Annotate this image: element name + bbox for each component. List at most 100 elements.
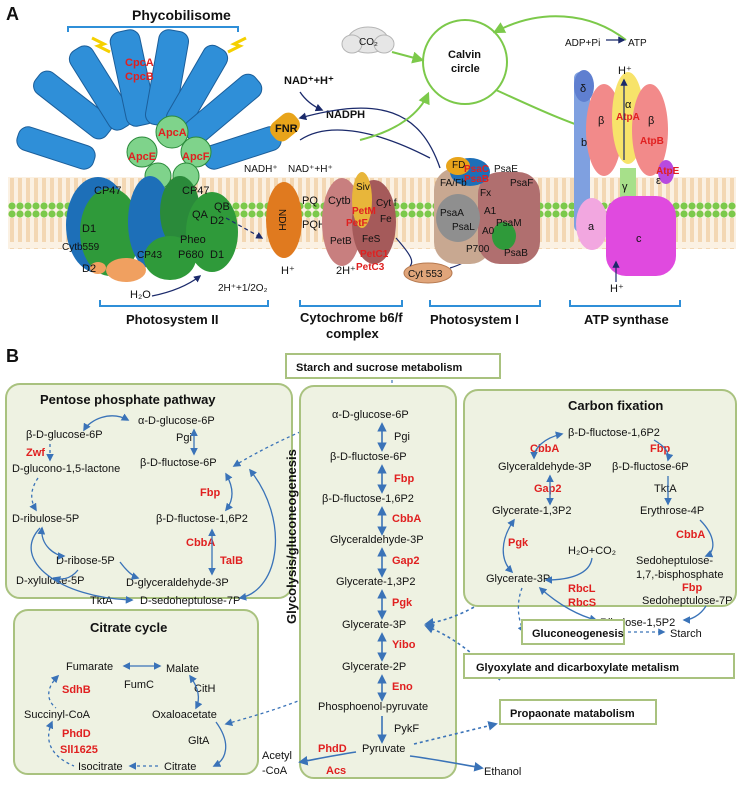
ppp-f16p2: β-D-fluctose-1,6P2 xyxy=(156,513,248,525)
ppp-pgi: Pgi xyxy=(176,432,192,444)
carbon-f6p: β-D-fluctose-6P xyxy=(612,461,689,473)
nad-h-label: NAD⁺+H⁺ xyxy=(288,164,333,175)
citrate-fumc: FumC xyxy=(124,679,154,691)
cp43-label: CP43 xyxy=(137,250,162,261)
qa-label: QA xyxy=(192,209,209,221)
ppp-cbba: CbbA xyxy=(186,537,215,549)
nadph-label: NADPH xyxy=(326,109,365,121)
pq-label: PQ xyxy=(302,195,318,207)
ppp-beta-f6p: β-D-fluctose-6P xyxy=(140,457,217,469)
nadph-arrow xyxy=(299,91,324,112)
citrate-citrate: Citrate xyxy=(164,761,196,773)
c-label: c xyxy=(636,233,642,245)
carbon-s7p: Sedoheptulose-7P xyxy=(642,595,733,607)
starch-sucrose-label: Starch and sucrose metabolism xyxy=(296,362,462,374)
carbon-rbcl: RbcL xyxy=(568,583,596,595)
citrate-gita: GltA xyxy=(188,735,210,747)
citrate-malate: Malate xyxy=(166,663,199,675)
a0-label: A0 xyxy=(482,226,495,237)
alpha-label: α xyxy=(625,99,632,111)
qb-label: QB xyxy=(214,201,230,213)
phycobilisome-label: Phycobilisome xyxy=(132,7,231,23)
fe-label: Fe xyxy=(380,214,392,225)
fd-to-fnr-arrow xyxy=(298,107,441,169)
glycolysis-title: Glycolysis/gluconeogenesis xyxy=(284,449,299,624)
d2-right-label: D2 xyxy=(210,215,224,227)
glycolysis-panel xyxy=(299,385,457,779)
fx-label: Fx xyxy=(480,188,491,199)
ndh-hplus-label: H⁺ xyxy=(281,265,295,277)
apcf-label: ApcF xyxy=(182,151,210,163)
atpe-label: AtpE xyxy=(656,166,680,177)
beta1-label: β xyxy=(598,115,604,127)
cpca-label: CpcA xyxy=(125,57,154,69)
pheo-label: Pheo xyxy=(180,234,206,246)
ndh-label: NDH xyxy=(276,209,287,231)
cyt-title-2: complex xyxy=(326,326,380,341)
glyco-e6: Yibo xyxy=(392,639,416,651)
carbon-sbp2: 1,7,-bisphosphate xyxy=(636,569,723,581)
light-icon-left xyxy=(91,36,111,54)
d2-left-label: D2 xyxy=(82,263,96,275)
cytochrome-b6f xyxy=(322,172,396,266)
petf-label: PetF xyxy=(346,218,368,229)
atp-label: ATP xyxy=(628,38,647,49)
glyco-n6: Glycerate-3P xyxy=(342,619,406,631)
carbon-tkta: TktA xyxy=(654,483,677,495)
starch-sucrose-box xyxy=(285,353,501,379)
carbon-fbp1: Fbp xyxy=(650,443,670,455)
starch-label: Starch xyxy=(670,628,702,640)
atpa-label: AtpA xyxy=(616,112,640,123)
ppp-gluconolactone: D-glucono-1,5-lactone xyxy=(12,463,120,475)
carbon-arrows xyxy=(502,431,714,634)
glyco-phdd: PhdD xyxy=(318,743,347,755)
fd-label: FD xyxy=(452,160,465,171)
beta2-label: β xyxy=(648,115,654,127)
psaa-label: PsaA xyxy=(440,208,464,219)
delta-label: δ xyxy=(580,83,586,95)
cpcb-label: CpcB xyxy=(125,71,154,83)
siv-label: Siv xyxy=(356,182,370,193)
glyco-e8: PykF xyxy=(394,723,419,735)
phycobilisome-core xyxy=(126,115,212,190)
cyt553-label: Cyt 553 xyxy=(408,269,443,280)
carbon-e4p: Erythrose-4P xyxy=(640,505,704,517)
glyco-acetyl-2: -CoA xyxy=(262,765,288,777)
photosystem-i xyxy=(434,157,540,264)
carbon-rbcs: RbcS xyxy=(568,597,596,609)
light-icon-right xyxy=(227,36,247,54)
citrate-phdd: PhdD xyxy=(62,728,91,740)
ps2-title: Photosystem II xyxy=(126,312,218,327)
water-split-label: 2H⁺+1/2O₂ xyxy=(218,283,268,294)
phycobilisome-rods xyxy=(16,29,282,170)
d1-right-label: D1 xyxy=(210,249,224,261)
glyco-e5: Pgk xyxy=(392,597,413,609)
ppp-ribose: D-ribose-5P xyxy=(56,555,115,567)
glyco-n7: Glycerate-2P xyxy=(342,661,406,673)
glyco-e4: Gap2 xyxy=(392,555,420,567)
glyco-n2: β-D-fluctose-6P xyxy=(330,451,407,463)
psal-label: PsaL xyxy=(452,222,475,233)
glyco-n1: α-D-glucose-6P xyxy=(332,409,409,421)
petb-label: PetB xyxy=(330,236,352,247)
carbon-gald3p: Glyceraldehyde-3P xyxy=(498,461,592,473)
ps2-bracket xyxy=(99,300,269,307)
cytb559-label: Cytb559 xyxy=(62,242,100,253)
ppp-sedo: D-sedoheptulose-7P xyxy=(140,595,240,607)
apce-label: ApcE xyxy=(128,151,156,163)
atp-synthase xyxy=(574,70,676,276)
panel-a-letter: A xyxy=(6,4,19,24)
epsilon-label: ε xyxy=(656,175,661,187)
carbon-h2oco2: H₂O+CO₂ xyxy=(568,545,616,557)
carbon-title: Carbon fixation xyxy=(568,398,663,413)
apca-label: ApcA xyxy=(158,127,187,139)
co2-label: CO₂ xyxy=(359,37,378,48)
glyco-n3: β-D-fluctose-1,6P2 xyxy=(322,493,414,505)
cytf-label: Cyt f xyxy=(376,198,397,209)
ps1-title: Photosystem I xyxy=(430,312,519,327)
ppp-fbp: Fbp xyxy=(200,487,220,499)
calvin-label: Calvin xyxy=(448,49,481,61)
ppp-panel xyxy=(5,383,293,599)
